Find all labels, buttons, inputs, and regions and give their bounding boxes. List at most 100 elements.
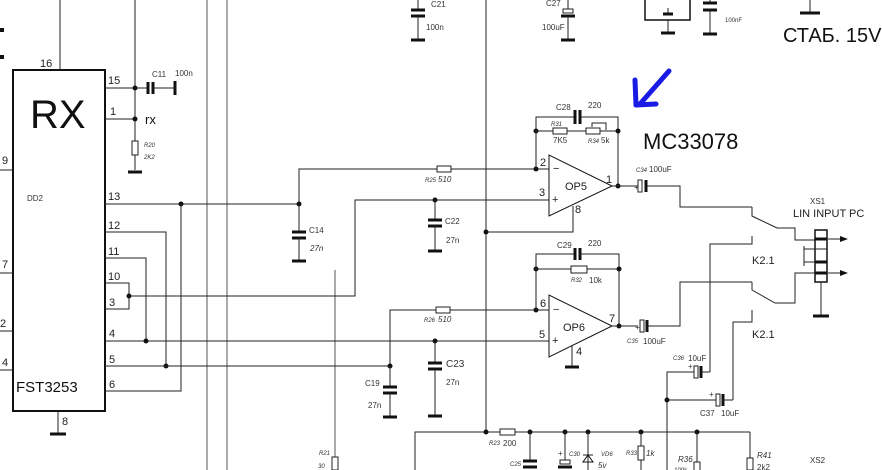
- op5-name: OP5: [565, 181, 587, 193]
- r36-value: 100k: [674, 468, 688, 470]
- c37-value: 10uF: [721, 409, 739, 418]
- c23-value: 27n: [446, 378, 459, 387]
- stab-label: СТАБ. 15V: [783, 25, 882, 47]
- pin-label: 13: [108, 191, 120, 203]
- r23-value: 200: [503, 439, 517, 448]
- svg-text:−: −: [553, 163, 559, 175]
- pin-label: 4: [576, 346, 582, 358]
- op6-name: OP6: [563, 322, 585, 334]
- connector-ref-2: XS2: [810, 456, 826, 465]
- relay-label: K2.1: [752, 255, 775, 267]
- svg-text:+: +: [552, 335, 558, 347]
- pin-label: 7: [609, 313, 615, 325]
- r32-value: 10k: [589, 276, 603, 285]
- svg-text:+: +: [558, 449, 563, 458]
- pin-label: 2: [0, 318, 6, 330]
- r33-ref: R33: [626, 451, 638, 457]
- c22-ref: C22: [445, 217, 460, 226]
- chip-ref: DD2: [27, 194, 44, 203]
- part-annotation: MC33078: [643, 129, 738, 154]
- relay-label: K2.1: [752, 329, 775, 341]
- r34-ref: R34: [588, 139, 600, 145]
- svg-text:+: +: [635, 323, 640, 332]
- c29-ref: C29: [557, 241, 572, 250]
- r34-value: 5k: [601, 136, 610, 145]
- blue-arrow-icon: [632, 68, 672, 108]
- opamp-op5: OP5 −+ 2 3 8 1 R25 510 C28 220 R31 7K5 R…: [425, 101, 752, 253]
- c21-value: 100n: [426, 23, 444, 32]
- pin-label: 11: [108, 246, 119, 258]
- r21-ref: R21: [319, 451, 330, 457]
- c29-value: 220: [588, 239, 602, 248]
- r33-value: 1k: [646, 449, 655, 458]
- rx-network: C11 100n rx R20 2K2: [105, 0, 193, 174]
- r25-ref: R25: [425, 178, 437, 184]
- svg-text:−: −: [553, 304, 559, 316]
- bottom-rail: R23 200 C25 + C30 VD6 5v R33 1k R36 100k…: [414, 428, 772, 470]
- pin-label: 8: [62, 416, 68, 428]
- pin-label: 7: [2, 259, 8, 271]
- r31-value: 7K5: [553, 136, 568, 145]
- c34-ref: C34: [636, 168, 648, 174]
- r41-value: 2k2: [757, 463, 770, 470]
- r20-ref: R20: [144, 143, 156, 149]
- chip-name: RX: [30, 93, 86, 137]
- r25-value: 510: [438, 175, 452, 184]
- c21-ref: C21: [431, 0, 446, 9]
- connector-ref: XS1: [810, 197, 826, 206]
- c35-value: 100uF: [643, 337, 666, 346]
- c37-ref: C37: [700, 409, 715, 418]
- c27-value: 100uF: [542, 23, 565, 32]
- c34-value: 100uF: [649, 165, 672, 174]
- c23-ref: C23: [446, 359, 465, 370]
- edge-mark: [0, 28, 4, 32]
- vd6-ref: VD6: [601, 452, 613, 458]
- c19-ref: C19: [365, 379, 380, 388]
- pin-label: 12: [108, 220, 120, 232]
- connector-label: LIN INPUT PC: [793, 208, 864, 220]
- vd6-value: 5v: [598, 461, 607, 470]
- c14-ref: C14: [309, 226, 324, 235]
- c-top-value: 100nF: [725, 18, 742, 24]
- pin-label: 6: [109, 379, 115, 391]
- chip-part: FST3253: [16, 379, 78, 396]
- mux-routing: C14 27n C19 27n: [105, 168, 549, 419]
- pin-label: 4: [109, 328, 115, 340]
- c11-value: 100n: [175, 69, 193, 78]
- pin-label: 16: [40, 58, 52, 70]
- net-label-rx: rx: [145, 112, 156, 127]
- c35-ref: C35: [627, 339, 639, 345]
- c36-value: 10uF: [688, 354, 706, 363]
- r21-value: 30: [318, 464, 325, 470]
- c14-value: 27n: [309, 244, 324, 253]
- c28-ref: C28: [556, 103, 571, 112]
- power-section: C21 100n C27 100uF 100nF СТАБ. 15V: [411, 0, 882, 47]
- c11-ref: C11: [152, 70, 167, 79]
- pin-label: 4: [2, 357, 8, 369]
- edge-mark: [0, 55, 4, 59]
- r26-ref: R26: [424, 318, 436, 324]
- pin-label: 5: [109, 354, 115, 366]
- chip-dd2: RX DD2 FST3253 16 15 1 13 12 11 10 3 4 5…: [0, 0, 120, 436]
- r23-ref: R23: [489, 441, 501, 447]
- r41-ref: R41: [757, 451, 772, 460]
- c36-ref: C36: [673, 356, 685, 362]
- c27-ref: C27: [546, 0, 561, 8]
- pin-label: 1: [606, 174, 612, 186]
- svg-text:+: +: [634, 183, 639, 192]
- svg-text:+: +: [709, 390, 714, 399]
- r36-ref: R36: [678, 455, 693, 464]
- relay-k2: K2.1 K2.1 + C36 10uF + C37 10uF: [664, 207, 815, 470]
- pin-label: 6: [540, 298, 546, 310]
- pin-label: 1: [110, 106, 116, 118]
- connector-xs1: XS1 LIN INPUT PC XS2: [793, 197, 864, 465]
- pin-label: 2: [540, 157, 546, 169]
- c22-value: 27n: [446, 236, 459, 245]
- opamp-op6: OP6 −+ 6 5 4 7 R26 510 C29 220 R32 10k +…: [424, 239, 752, 418]
- r31-ref: R31: [551, 122, 562, 128]
- pin-label: 3: [109, 297, 115, 309]
- svg-text:+: +: [552, 194, 558, 206]
- r20-value: 2K2: [143, 155, 155, 161]
- svg-text:+: +: [688, 362, 693, 371]
- c28-value: 220: [588, 101, 602, 110]
